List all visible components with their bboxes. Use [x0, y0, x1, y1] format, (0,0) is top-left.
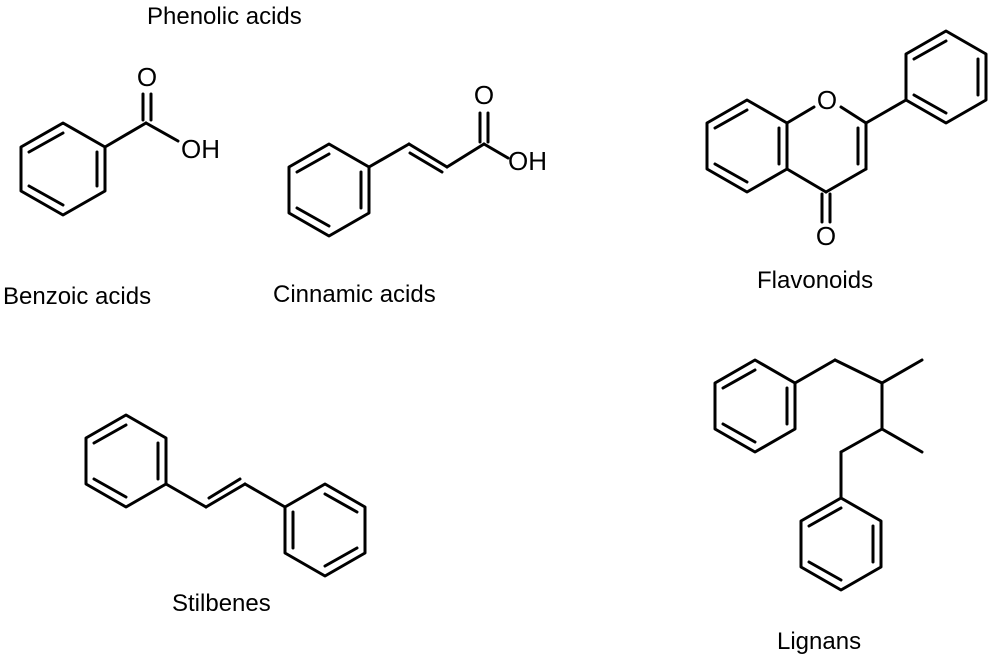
cinnamic-acid-structure: O OH: [287, 80, 547, 238]
lignans-label: Lignans: [777, 628, 862, 655]
flavonoid-structure: O O: [705, 29, 988, 251]
benzoic-hydroxyl-oh: OH: [181, 134, 220, 164]
cinnamic-bond-1: [367, 142, 411, 169]
lignan-lower-ring: [799, 496, 883, 592]
stilbene-alkene-double-bond: [204, 482, 247, 509]
cinnamic-acids-label: Cinnamic acids: [273, 281, 436, 308]
benzoic-acids-label: Benzoic acids: [3, 283, 152, 310]
cinnamic-alkene-double-bond: [407, 142, 449, 169]
lignan-structure: [713, 358, 924, 592]
flavonoids-label: Flavonoids: [757, 267, 874, 294]
lignan-upper-ring: [713, 358, 797, 454]
stilbene-left-ring: [84, 413, 168, 509]
flavone-ring-oxygen: O: [817, 85, 837, 115]
cinnamic-benzene-ring: [287, 142, 371, 238]
benzoic-hydroxyl-bond: [144, 121, 180, 143]
stilbene-right-ring: [283, 482, 367, 578]
flavone-keto-oxygen: O: [816, 221, 836, 251]
cinnamic-carbonyl-oxygen: O: [474, 80, 494, 110]
benzoic-carbonyl-oxygen: O: [137, 62, 157, 92]
cinnamic-hydroxyl-oh: OH: [508, 146, 547, 176]
cinnamic-bond-2: [445, 142, 486, 169]
flavone-a-ring: [705, 98, 789, 194]
cinnamic-hydroxyl-bond: [482, 142, 510, 160]
phenolic-acids-title: Phenolic acids: [147, 3, 302, 30]
benzoic-carboxyl-bond: [103, 121, 148, 149]
benzoic-benzene-ring: [19, 121, 107, 217]
stilbenes-label: Stilbenes: [172, 590, 271, 617]
flavone-b-ring: [904, 29, 988, 125]
stilbene-structure: [84, 413, 367, 578]
benzoic-acid-structure: O OH: [19, 62, 220, 217]
